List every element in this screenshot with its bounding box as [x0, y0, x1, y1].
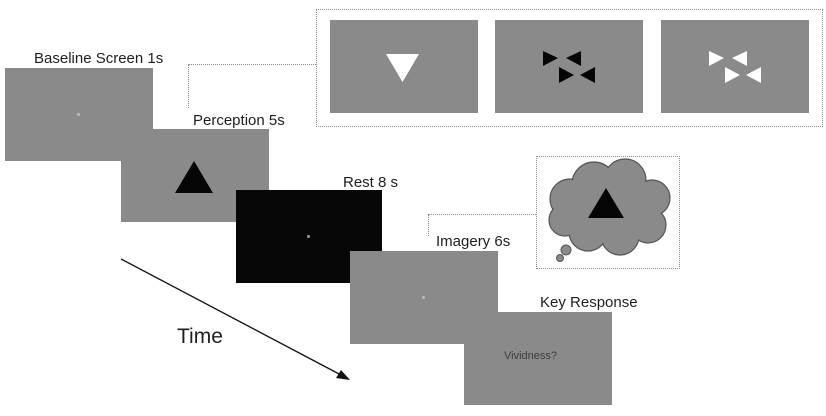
baseline-label: Baseline Screen 1s	[34, 50, 164, 67]
key-response-screen: Vividness?	[464, 312, 612, 405]
imagery-label: Imagery 6s	[436, 233, 511, 250]
imagery-connector-top	[428, 214, 536, 215]
example-screen-triangle-down	[330, 20, 478, 113]
triangle-up-icon	[175, 161, 213, 193]
time-label: Time	[177, 325, 223, 348]
perception-label: Perception 5s	[193, 112, 285, 129]
bowtie-triangles-black-icon	[543, 51, 595, 83]
rest-label: Rest 8 s	[343, 174, 399, 191]
fixation-dot	[422, 296, 425, 299]
callout-connector-top	[188, 64, 316, 65]
key-response-label: Key Response	[540, 294, 638, 311]
triangle-down-icon	[386, 54, 419, 82]
stimulus-examples-callout	[316, 9, 823, 127]
imagery-connector-vertical	[428, 214, 429, 236]
fixation-dot	[307, 235, 310, 238]
example-screen-bowtie-black	[495, 20, 643, 113]
bowtie-triangles-white-icon	[709, 51, 761, 83]
example-screen-bowtie-white	[661, 20, 809, 113]
fixation-dot	[77, 113, 80, 116]
callout-connector-vertical	[188, 64, 189, 108]
vividness-prompt: Vividness?	[504, 350, 557, 362]
imagery-callout	[536, 156, 680, 269]
